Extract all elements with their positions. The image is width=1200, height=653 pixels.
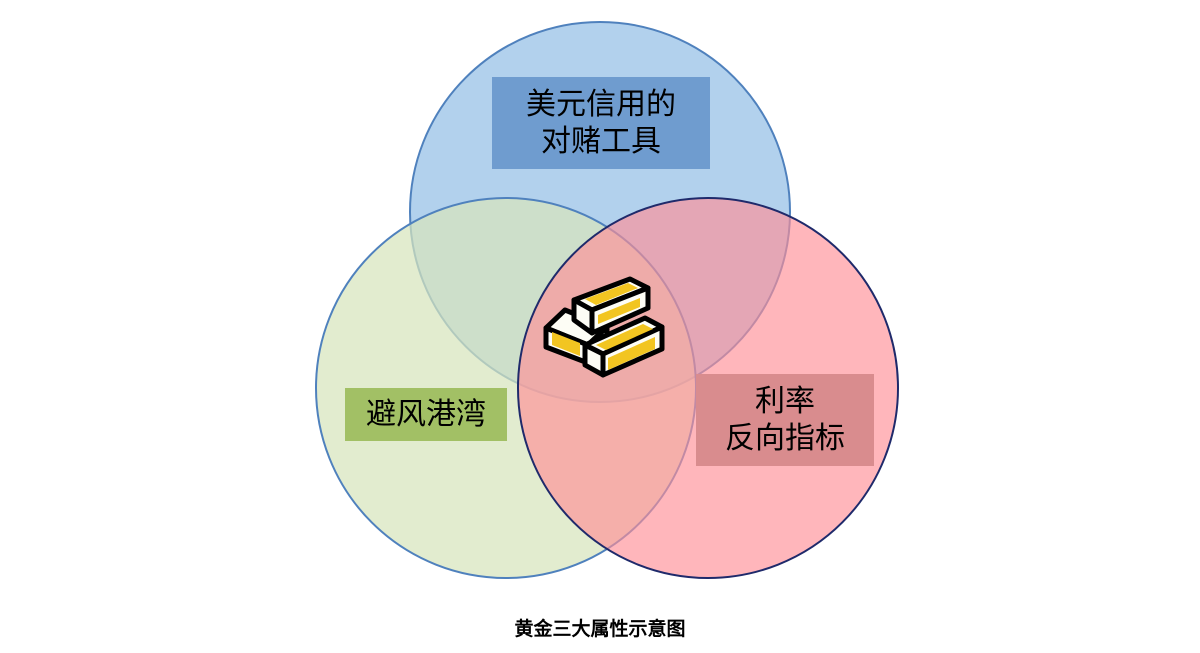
label-usd-line-2: 对赌工具: [541, 124, 661, 159]
label-usd-line-1: 美元信用的: [526, 87, 676, 122]
label-safe-line-1: 避风港湾: [366, 397, 486, 432]
gold-bars-icon: [543, 276, 665, 378]
label-rate-line-1: 利率: [755, 384, 815, 419]
label-rate-line-2: 反向指标: [725, 421, 845, 456]
label-safe-haven: 避风港湾: [345, 388, 507, 441]
label-usd-credit-hedge: 美元信用的 对赌工具: [492, 77, 710, 169]
label-interest-rate-inverse: 利率 反向指标: [696, 374, 874, 466]
figure-caption: 黄金三大属性示意图: [514, 618, 686, 640]
label-box-safe-bg: [345, 388, 507, 441]
